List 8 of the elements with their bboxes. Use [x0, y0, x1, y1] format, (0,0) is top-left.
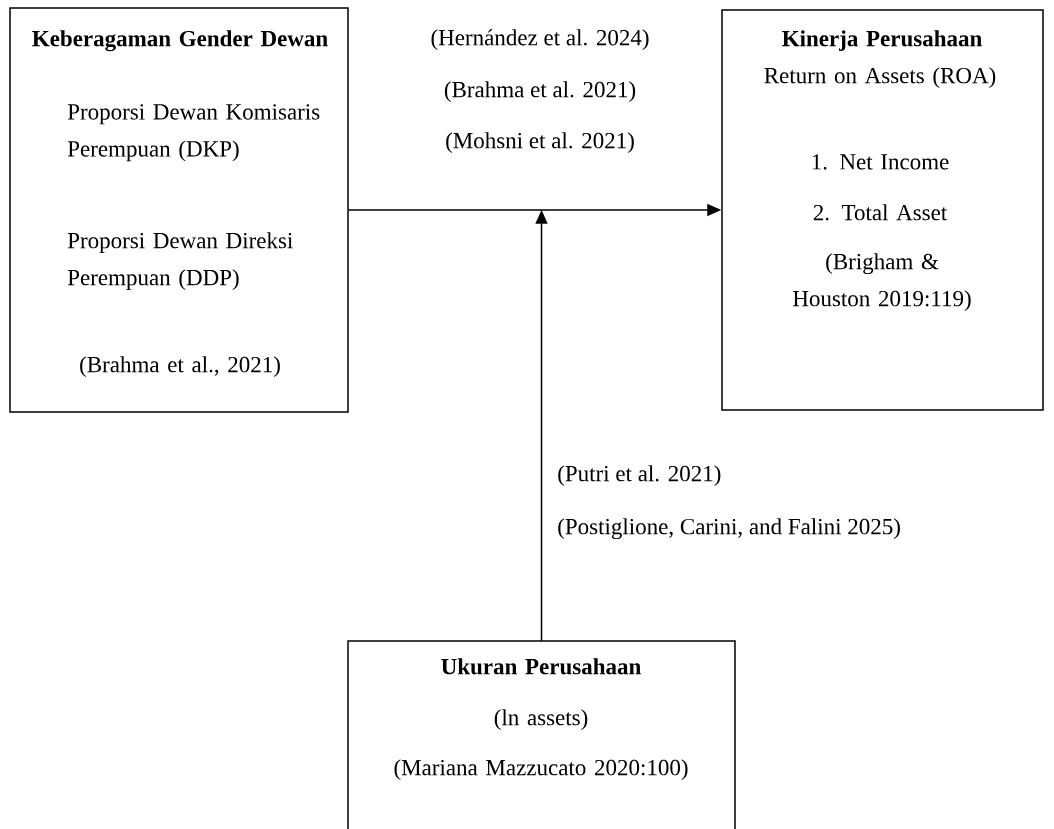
- citation: (Hernández et al. 2024): [431, 29, 649, 51]
- box: Keberagaman Gender Dewan Proporsi Dewan Komisaris Perempuan (DKP) Proporsi Dewan Direksi Perempuan (DDP) (Brahma et al., 2021): [9, 7, 349, 413]
- citation: (Mohsni et al. 2021): [446, 132, 634, 154]
- citation: (Postiglione, Carini, and Falini 2025): [558, 518, 900, 540]
- box: Kinerja Perusahaan Return on Assets (ROA) 1. Net Income 2. Total Asset (Brigham & Houston 2019:119): [721, 9, 1044, 411]
- citation: (Brahma et al. 2021): [444, 81, 636, 103]
- box: Ukuran Perusahaan (ln assets) (Mariana Mazzucato 2020:100): [347, 640, 736, 829]
- citation: (Putri et al. 2021): [558, 465, 721, 487]
